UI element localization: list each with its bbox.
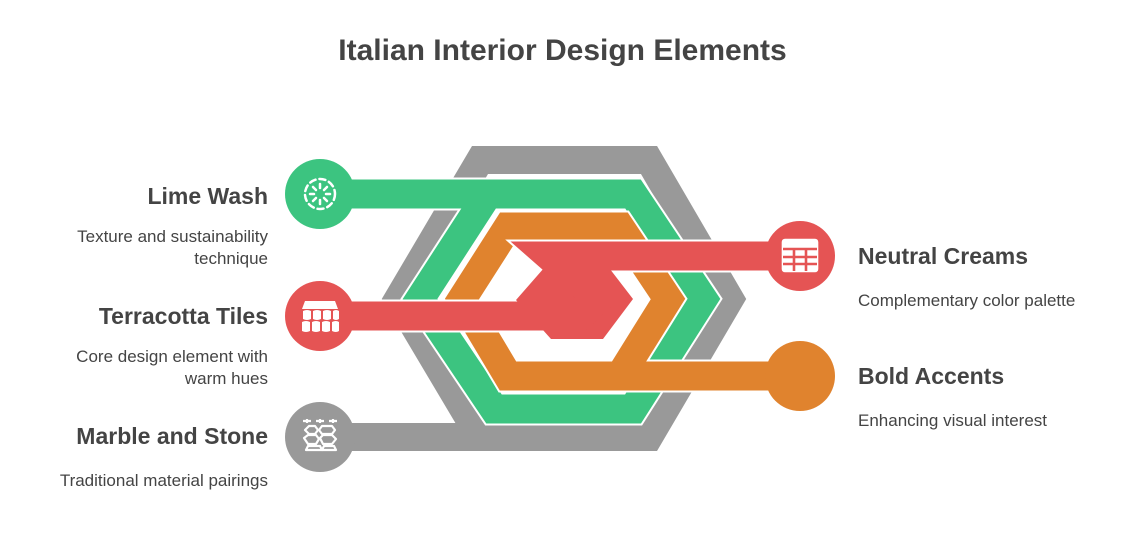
- lime-wash-description: Texture and sustainability technique: [77, 227, 268, 268]
- neutral-creams-description: Complementary color palette: [858, 291, 1076, 310]
- marble-stone-description: Traditional material pairings: [59, 471, 268, 490]
- stone-wall-icon: [302, 419, 338, 452]
- marble-stone-node: [285, 402, 355, 472]
- gray-connector-path: [318, 144, 749, 453]
- green-connector-path: [320, 177, 723, 426]
- bold-accents-description: Enhancing visual interest: [858, 411, 1048, 430]
- lime-slice-icon: [303, 177, 337, 211]
- terracotta-tiles-label: Terracotta Tiles: [98, 303, 268, 329]
- bold-accents-node: [765, 341, 835, 411]
- neutral-creams-label: Neutral Creams: [858, 243, 1029, 269]
- red-connector-path: [320, 239, 800, 343]
- grid-palette-icon: [781, 238, 819, 273]
- marble-stone-label: Marble and Stone: [76, 423, 268, 449]
- terracotta-tiles-description: Core design element with warm hues: [76, 347, 268, 388]
- terracotta-tiles-node: [285, 281, 355, 351]
- lime-wash-label: Lime Wash: [147, 183, 268, 209]
- diagram-title: Italian Interior Design Elements: [338, 34, 787, 67]
- bold-accents-label: Bold Accents: [858, 363, 1005, 389]
- lime-wash-node: [285, 159, 355, 229]
- roof-tiles-icon: [302, 301, 339, 332]
- orange-connector-path: [442, 210, 800, 393]
- neutral-creams-node: [765, 221, 835, 291]
